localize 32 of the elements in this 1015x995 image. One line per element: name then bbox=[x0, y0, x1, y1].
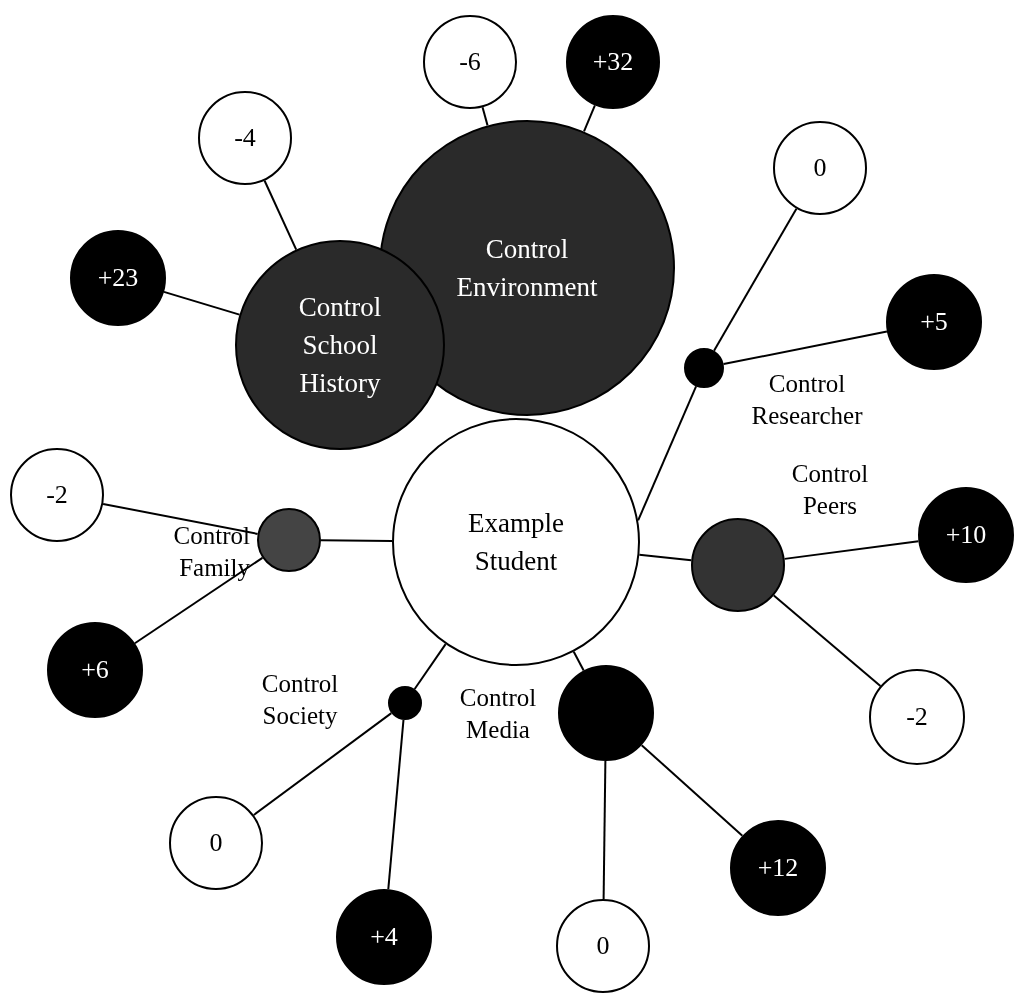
node-label: Control Environment bbox=[455, 233, 599, 304]
node-caption: Control Researcher bbox=[750, 369, 864, 431]
node-label: 0 bbox=[209, 830, 223, 856]
node-label: -6 bbox=[459, 49, 481, 75]
connector-line bbox=[640, 744, 744, 837]
connector-line bbox=[263, 179, 298, 251]
node-label: 0 bbox=[596, 933, 610, 959]
node-caption: Control Family bbox=[172, 521, 250, 583]
node-label: +4 bbox=[370, 924, 398, 950]
connector-line bbox=[252, 712, 393, 816]
connector-line bbox=[320, 539, 393, 542]
node-label: +12 bbox=[757, 855, 799, 881]
node-label: Control School History bbox=[297, 291, 383, 400]
connector-line bbox=[772, 594, 882, 687]
node-label: -2 bbox=[46, 482, 68, 508]
node-label: Example Student bbox=[467, 507, 565, 578]
node-label: -2 bbox=[906, 704, 928, 730]
connector-line bbox=[133, 556, 264, 645]
connector-line bbox=[387, 718, 405, 891]
connector-line bbox=[602, 760, 607, 900]
node-label: -4 bbox=[234, 125, 256, 151]
node-caption: Control Peers bbox=[790, 459, 870, 521]
node-label: +5 bbox=[920, 309, 948, 335]
connector-line bbox=[572, 650, 585, 672]
connector-line bbox=[583, 104, 596, 133]
node-label: 0 bbox=[813, 155, 827, 181]
node-label: +23 bbox=[97, 265, 139, 291]
node-caption: Control Media bbox=[458, 683, 538, 745]
node-label: +10 bbox=[945, 522, 987, 548]
node-label: +32 bbox=[592, 49, 634, 75]
node-caption: Control Society bbox=[260, 669, 340, 731]
node-label: +6 bbox=[81, 657, 109, 683]
